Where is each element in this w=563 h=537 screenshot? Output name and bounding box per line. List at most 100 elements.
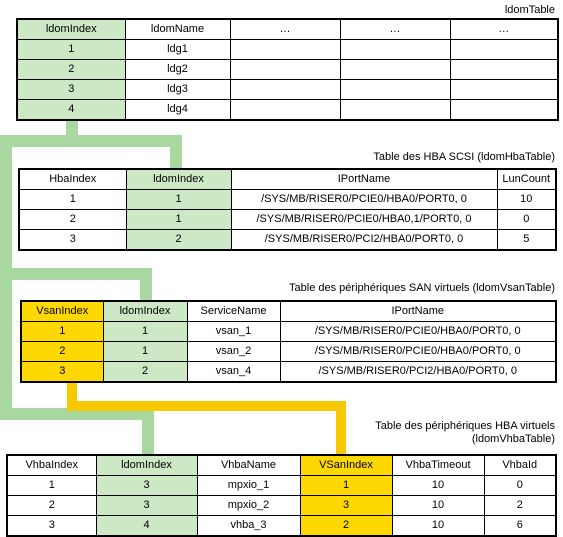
table-cell bbox=[229, 59, 341, 80]
table-cell: 1 bbox=[102, 341, 188, 362]
column-header: IPortName bbox=[230, 168, 498, 190]
table-row: 3 2 /SYS/MB/RISER0/PCI2/HBA0/PORT0, 0 5 bbox=[18, 229, 557, 251]
table-cell: 2 bbox=[299, 515, 393, 537]
table-header-row: VhbaIndex ldomIndex VhbaName VSanIndex V… bbox=[6, 454, 557, 476]
table-header-row: VsanIndex ldomIndex ServiceName IPortNam… bbox=[20, 300, 557, 322]
table-cell: 3 bbox=[18, 229, 127, 251]
table-cell: 2 bbox=[102, 361, 188, 383]
table-cell bbox=[229, 79, 341, 100]
vsan-table-caption: Table des périphériques SAN virtuels (ld… bbox=[289, 282, 555, 294]
table-cell: 1 bbox=[102, 321, 188, 342]
table-cell: 10 bbox=[391, 515, 485, 537]
table-cell: 1 bbox=[125, 189, 232, 210]
table-cell: 2 bbox=[483, 495, 557, 516]
table-cell: 3 bbox=[16, 79, 126, 100]
ldom-to-hba-connector bbox=[66, 118, 182, 168]
table-cell bbox=[339, 79, 451, 100]
table-cell: vhba_3 bbox=[196, 515, 301, 537]
table-cell: 1 bbox=[18, 189, 127, 210]
table-cell: 4 bbox=[16, 99, 126, 121]
ldom-table-caption: ldomTable bbox=[504, 4, 555, 16]
table-cell: 1 bbox=[125, 209, 232, 230]
column-header: ldomIndex bbox=[102, 300, 188, 322]
column-header: VhbaId bbox=[483, 454, 557, 476]
vsan-to-vhba-connector bbox=[67, 378, 346, 454]
table-cell: ldg4 bbox=[124, 99, 231, 121]
column-header: … bbox=[229, 18, 341, 40]
table-cell: 2 bbox=[125, 229, 232, 251]
ldom-to-vhba-connector bbox=[0, 274, 154, 454]
table-cell bbox=[229, 39, 341, 60]
column-header: VhbaTimeout bbox=[391, 454, 485, 476]
table-cell: 10 bbox=[496, 189, 557, 210]
table-cell: ldg2 bbox=[124, 59, 231, 80]
column-header: VSanIndex bbox=[299, 454, 393, 476]
table-cell: /SYS/MB/RISER0/PCI2/HBA0/PORT0, 0 bbox=[279, 361, 557, 383]
ldom-table: ldomIndex ldomName … … … 1 ldg1 2 ldg2 3… bbox=[16, 18, 559, 121]
table-cell: 1 bbox=[6, 475, 97, 496]
table-cell: /SYS/MB/RISER0/PCIE0/HBA0/PORT0, 0 bbox=[279, 341, 557, 362]
table-cell: 3 bbox=[299, 495, 393, 516]
table-row: 3 ldg3 bbox=[16, 79, 559, 100]
table-cell: /SYS/MB/RISER0/PCIE0/HBA0,1/PORT0, 0 bbox=[230, 209, 498, 230]
table-cell: vsan_4 bbox=[186, 361, 281, 383]
table-row: 4 ldg4 bbox=[16, 99, 559, 121]
column-header: LunCount bbox=[496, 168, 557, 190]
table-cell: /SYS/MB/RISER0/PCIE0/HBA0/PORT0, 0 bbox=[279, 321, 557, 342]
column-header: … bbox=[449, 18, 559, 40]
table-cell: 2 bbox=[18, 209, 127, 230]
column-header: VsanIndex bbox=[20, 300, 104, 322]
table-cell bbox=[449, 39, 559, 60]
column-header: ldomIndex bbox=[125, 168, 232, 190]
table-cell bbox=[449, 99, 559, 121]
table-cell: vsan_1 bbox=[186, 321, 281, 342]
table-cell: 1 bbox=[20, 321, 104, 342]
table-cell bbox=[229, 99, 341, 121]
vhba-caption-line1: Table des périphériques HBA virtuels bbox=[375, 420, 555, 432]
table-cell: 0 bbox=[483, 475, 557, 496]
table-header-row: HbaIndex ldomIndex IPortName LunCount bbox=[18, 168, 557, 190]
vhba-table: VhbaIndex ldomIndex VhbaName VSanIndex V… bbox=[6, 454, 557, 537]
table-cell: 5 bbox=[496, 229, 557, 251]
table-cell: 1 bbox=[299, 475, 393, 496]
table-cell: 2 bbox=[20, 341, 104, 362]
table-cell: 3 bbox=[20, 361, 104, 383]
vsan-table: VsanIndex ldomIndex ServiceName IPortNam… bbox=[20, 300, 557, 383]
column-header: IPortName bbox=[279, 300, 557, 322]
table-cell bbox=[339, 59, 451, 80]
table-cell: vsan_2 bbox=[186, 341, 281, 362]
hba-table: HbaIndex ldomIndex IPortName LunCount 1 … bbox=[18, 168, 557, 251]
table-cell: 10 bbox=[391, 495, 485, 516]
table-cell: ldg3 bbox=[124, 79, 231, 100]
column-header: ldomIndex bbox=[16, 18, 126, 40]
column-header: ldomIndex bbox=[95, 454, 198, 476]
table-cell: 2 bbox=[16, 59, 126, 80]
table-cell: 10 bbox=[391, 475, 485, 496]
table-row: 2 1 vsan_2 /SYS/MB/RISER0/PCIE0/HBA0/POR… bbox=[20, 341, 557, 362]
vhba-table-caption: Table des périphériques HBA virtuels (ld… bbox=[375, 420, 555, 446]
column-header: VhbaIndex bbox=[6, 454, 97, 476]
table-row: 3 2 vsan_4 /SYS/MB/RISER0/PCI2/HBA0/PORT… bbox=[20, 361, 557, 383]
column-header: ServiceName bbox=[186, 300, 281, 322]
table-row: 2 1 /SYS/MB/RISER0/PCIE0/HBA0,1/PORT0, 0… bbox=[18, 209, 557, 230]
table-cell: ldg1 bbox=[124, 39, 231, 60]
table-row: 1 1 vsan_1 /SYS/MB/RISER0/PCIE0/HBA0/POR… bbox=[20, 321, 557, 342]
table-cell: 3 bbox=[6, 515, 97, 537]
table-row: 1 3 mpxio_1 1 10 0 bbox=[6, 475, 557, 496]
hba-table-caption: Table des HBA SCSI (ldomHbaTable) bbox=[373, 151, 555, 163]
table-row: 3 4 vhba_3 2 10 6 bbox=[6, 515, 557, 537]
table-cell: /SYS/MB/RISER0/PCI2/HBA0/PORT0, 0 bbox=[230, 229, 498, 251]
table-row: 1 ldg1 bbox=[16, 39, 559, 60]
table-cell: 2 bbox=[6, 495, 97, 516]
table-row: 2 3 mpxio_2 3 10 2 bbox=[6, 495, 557, 516]
table-header-row: ldomIndex ldomName … … … bbox=[16, 18, 559, 40]
table-cell: mpxio_2 bbox=[196, 495, 301, 516]
table-row: 1 1 /SYS/MB/RISER0/PCIE0/HBA0/PORT0, 0 1… bbox=[18, 189, 557, 210]
table-cell: 3 bbox=[95, 495, 198, 516]
vhba-caption-line2: (ldomVhbaTable) bbox=[471, 433, 555, 445]
table-cell bbox=[339, 99, 451, 121]
table-cell: 4 bbox=[95, 515, 198, 537]
column-header: … bbox=[339, 18, 451, 40]
table-row: 2 ldg2 bbox=[16, 59, 559, 80]
